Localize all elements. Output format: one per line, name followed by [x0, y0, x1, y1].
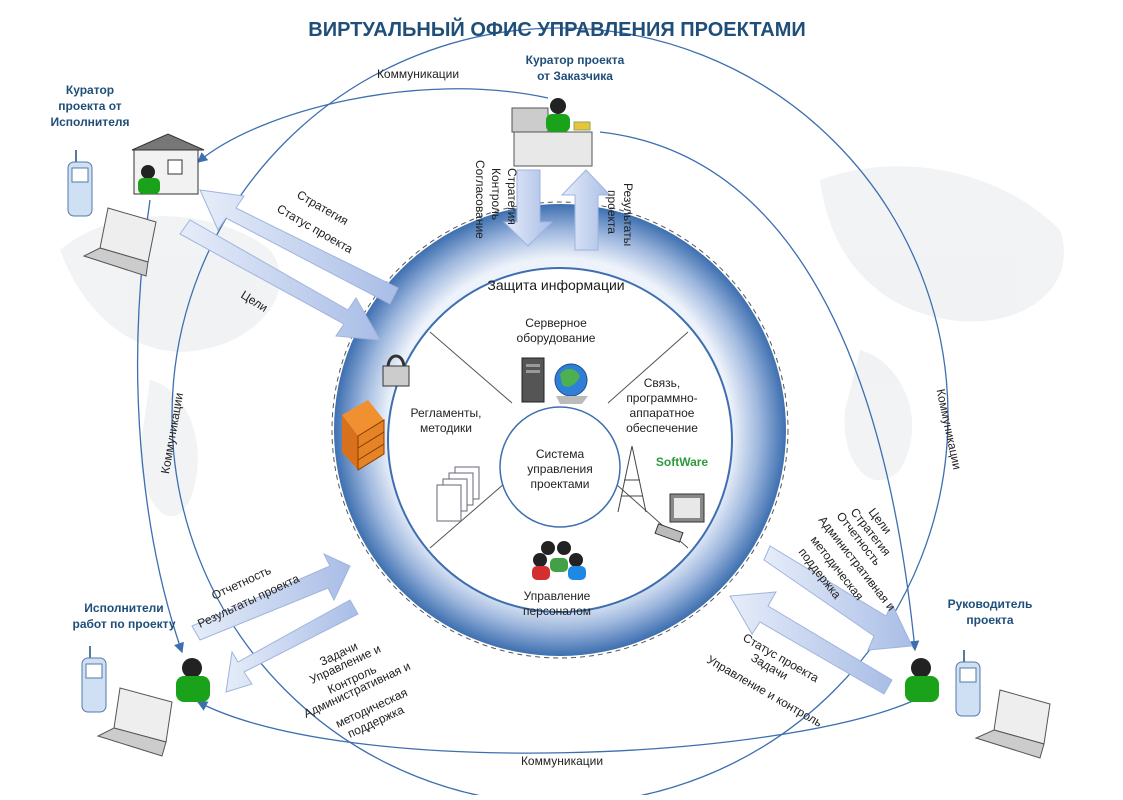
top-down-labels: Стратегия Контроль Согласование: [473, 160, 519, 239]
manager-line-1: Руководитель: [948, 597, 1033, 611]
top-up-labels: Результаты проекта: [605, 183, 635, 246]
customer-curator-line-2: от Заказчика: [537, 69, 613, 83]
center-text: Система управления проектами: [527, 447, 592, 491]
bottom-sector-line-2: персоналом: [523, 604, 591, 618]
top-up-line-2: проекта: [605, 190, 619, 234]
home-office-icon: [131, 133, 205, 195]
ring-label: Защита информации: [487, 277, 624, 293]
arrow-lower-left-up: [191, 552, 351, 641]
arrow-lower-left-down: [225, 599, 359, 693]
center-line-3: проектами: [531, 477, 590, 491]
documents-icon: [436, 466, 480, 522]
laptop-icon-top-left: [82, 207, 157, 277]
laptop-icon-bottom-left: [96, 687, 173, 757]
executor-curator-line-1: Куратор: [66, 83, 114, 97]
arrow-upper-left-out: [179, 219, 381, 341]
server-globe-icon: [521, 357, 588, 404]
comm-label-right: Коммуникации: [934, 388, 965, 471]
top-down-line-3: Согласование: [473, 160, 487, 239]
phone-icon-bottom-left: [81, 646, 107, 713]
right-sector-line-1: Связь,: [644, 376, 681, 390]
top-down-line-2: Контроль: [489, 168, 503, 220]
page-title: ВИРТУАЛЬНЫЙ ОФИС УПРАВЛЕНИЯ ПРОЕКТАМИ: [308, 17, 806, 41]
comm-line-right: [599, 131, 920, 652]
executors-line-2: работ по проекту: [72, 617, 175, 631]
left-sector-line-2: методики: [420, 421, 472, 435]
customer-curator-desk-icon: [511, 98, 593, 167]
bottom-sector-line-1: Управление: [524, 589, 591, 603]
phone-icon-right: [955, 650, 981, 717]
laptop-icon-right: [974, 689, 1051, 759]
arrow-top-down: [502, 169, 554, 247]
top-down-line-1: Стратегия: [505, 168, 519, 225]
manager-line-2: проекта: [966, 613, 1013, 627]
comm-line-top-left: [197, 88, 549, 163]
arrow-upper-left-in: [199, 189, 399, 305]
comm-line-left: [137, 199, 184, 654]
comm-label-top: Коммуникации: [377, 67, 459, 81]
flow-arrows: [179, 169, 913, 695]
phone-icon-top-left: [67, 150, 93, 217]
comm-line-bottom: [196, 699, 916, 754]
top-sector-line-2: оборудование: [517, 331, 596, 345]
arrow-top-up: [560, 169, 612, 251]
computer-icon: [654, 493, 705, 543]
communication-circle: [171, 27, 949, 800]
right-sector-line-4: обеспечение: [626, 421, 698, 435]
staff-group-icon: [532, 541, 586, 580]
executor-person-icon: [176, 658, 210, 702]
antenna-tower-icon: [617, 445, 647, 513]
protection-ring-border: [331, 201, 789, 659]
left-sector-line-1: Регламенты,: [411, 406, 482, 420]
padlock-icon: [382, 354, 410, 387]
software-label: SoftWare: [656, 455, 709, 469]
right-sector-line-3: аппаратное: [630, 406, 695, 420]
lower-left-down-labels: Задачи Управление и Контроль Администрат…: [301, 639, 412, 741]
center-line-2: управления: [527, 462, 592, 476]
manager-person-icon: [905, 658, 939, 702]
customer-curator-line-1: Куратор проекта: [526, 53, 625, 67]
arrow-right-up: [729, 591, 893, 695]
top-up-line-1: Результаты: [621, 183, 635, 246]
arrow-right-down: [763, 545, 913, 651]
executor-curator-line-3: Исполнителя: [50, 115, 129, 129]
right-sector-line-2: программно-: [626, 391, 697, 405]
comm-label-bottom: Коммуникации: [521, 754, 603, 768]
executors-line-1: Исполнители: [84, 601, 163, 615]
executor-curator-line-2: проекта от: [58, 99, 122, 113]
center-circle: [499, 406, 621, 528]
top-sector-line-1: Серверное: [525, 316, 587, 330]
firewall-icon: [342, 400, 385, 471]
center-line-1: Система: [536, 447, 585, 461]
